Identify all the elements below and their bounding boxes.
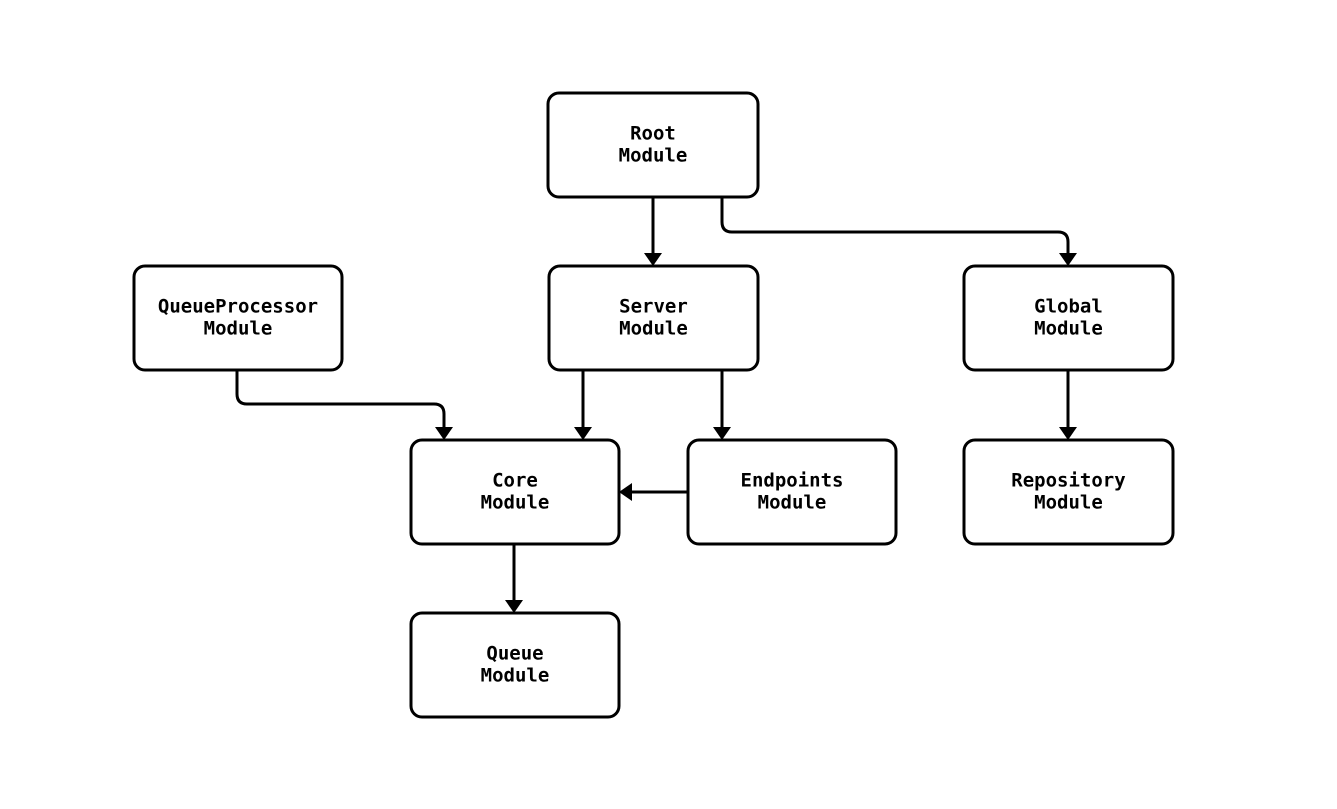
- node-label-line2: Module: [1034, 492, 1103, 514]
- node-label-line1: Core: [492, 470, 538, 492]
- arrow-head-icon: [574, 427, 592, 440]
- node-label-line2: Module: [619, 318, 688, 340]
- arrow-head-icon: [713, 427, 731, 440]
- node-label-line1: Endpoints: [741, 470, 844, 492]
- edges-layer: [235, 197, 1077, 613]
- arrow-head-icon: [1059, 253, 1077, 266]
- node-box[interactable]: [409, 438, 621, 546]
- node-label-line1: Root: [630, 123, 676, 145]
- node-box[interactable]: [962, 264, 1175, 372]
- node-label-line1: Server: [619, 296, 688, 318]
- arrow-head-icon: [619, 483, 632, 501]
- node-label-line2: Module: [619, 145, 688, 167]
- edge-endpoints-to-core: [619, 483, 688, 501]
- node-label-line2: Module: [1034, 318, 1103, 340]
- edge-root-to-global: [720, 197, 1077, 266]
- node-box[interactable]: [546, 91, 760, 199]
- arrow-head-icon: [644, 253, 662, 266]
- node-label-line1: Global: [1034, 296, 1103, 318]
- node-label-line1: Repository: [1011, 470, 1125, 492]
- node-label-line2: Module: [481, 665, 550, 687]
- arrow-head-icon: [1059, 427, 1077, 440]
- arrow-head-icon: [435, 427, 453, 440]
- node-label-line2: Module: [481, 492, 550, 514]
- node-box[interactable]: [547, 264, 760, 372]
- edge-server-to-endpoints: [713, 370, 731, 440]
- edge-root-to-server: [644, 197, 662, 266]
- node-box[interactable]: [409, 611, 621, 719]
- node-label-line2: Module: [204, 318, 273, 340]
- node-box[interactable]: [686, 438, 898, 546]
- edge-line: [235, 370, 446, 432]
- nodes-layer: RootModuleQueueProcessorModuleServerModu…: [132, 91, 1175, 719]
- node-label-line2: Module: [758, 492, 827, 514]
- edge-queueprocessor-to-core: [235, 370, 453, 440]
- edge-global-to-repository: [1059, 370, 1077, 440]
- edge-server-to-core: [574, 370, 592, 440]
- edge-line: [720, 197, 1070, 258]
- edge-core-to-queue: [505, 544, 523, 613]
- node-label-line1: QueueProcessor: [158, 296, 318, 318]
- node-label-line1: Queue: [486, 643, 543, 665]
- node-box[interactable]: [132, 264, 344, 372]
- node-box[interactable]: [962, 438, 1175, 546]
- arrow-head-icon: [505, 600, 523, 613]
